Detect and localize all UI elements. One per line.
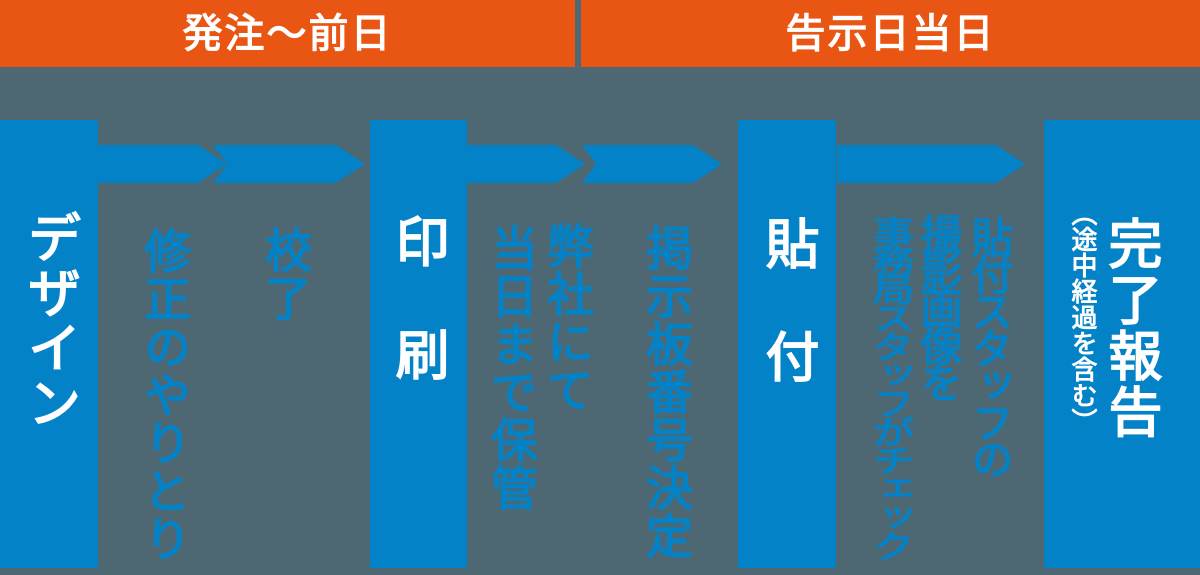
flow-arrow-chevron-icon bbox=[213, 145, 365, 183]
substep-storage-line1: 弊社にて bbox=[538, 222, 593, 414]
phase-label-order-to-day-before: 発注〜前日 bbox=[182, 10, 393, 57]
step-note-completion-report: （途中経過を含む） bbox=[1067, 200, 1097, 434]
flow-arrow-icon bbox=[467, 145, 585, 183]
phase-bar-order-to-day-before: 発注〜前日 bbox=[0, 0, 575, 67]
substep-revision-exchange: 修正のやりとり bbox=[135, 227, 190, 563]
step-column-completion-report bbox=[1044, 120, 1200, 568]
step-label-completion-report: 完了報告 bbox=[1099, 216, 1162, 440]
step-label-print: 印刷 bbox=[386, 214, 449, 440]
substep-photo-check-line2: 撮影画像を bbox=[914, 213, 963, 398]
substep-proof-complete: 校了 bbox=[256, 226, 311, 322]
step-label-design: デザイン bbox=[18, 210, 81, 430]
flow-arrow-chevron-icon bbox=[582, 145, 722, 183]
substep-photo-check-line3: 事務局スタッフがチェック bbox=[866, 216, 915, 558]
substep-board-number-decision: 掲示板番号決定 bbox=[637, 224, 692, 560]
flow-arrow-icon bbox=[837, 145, 1025, 183]
step-column-posting bbox=[738, 120, 836, 568]
step-column-design bbox=[0, 120, 98, 568]
step-label-posting: 貼付 bbox=[756, 216, 819, 442]
step-column-print bbox=[370, 120, 467, 568]
substep-storage-line2: 当日まで保管 bbox=[482, 224, 537, 512]
flow-arrow-icon bbox=[98, 145, 227, 183]
phase-bar-announcement-day: 告示日当日 bbox=[581, 0, 1200, 67]
phase-label-announcement-day: 告示日当日 bbox=[785, 10, 996, 57]
substep-photo-check-line1: 貼付スタッフの bbox=[965, 216, 1014, 475]
